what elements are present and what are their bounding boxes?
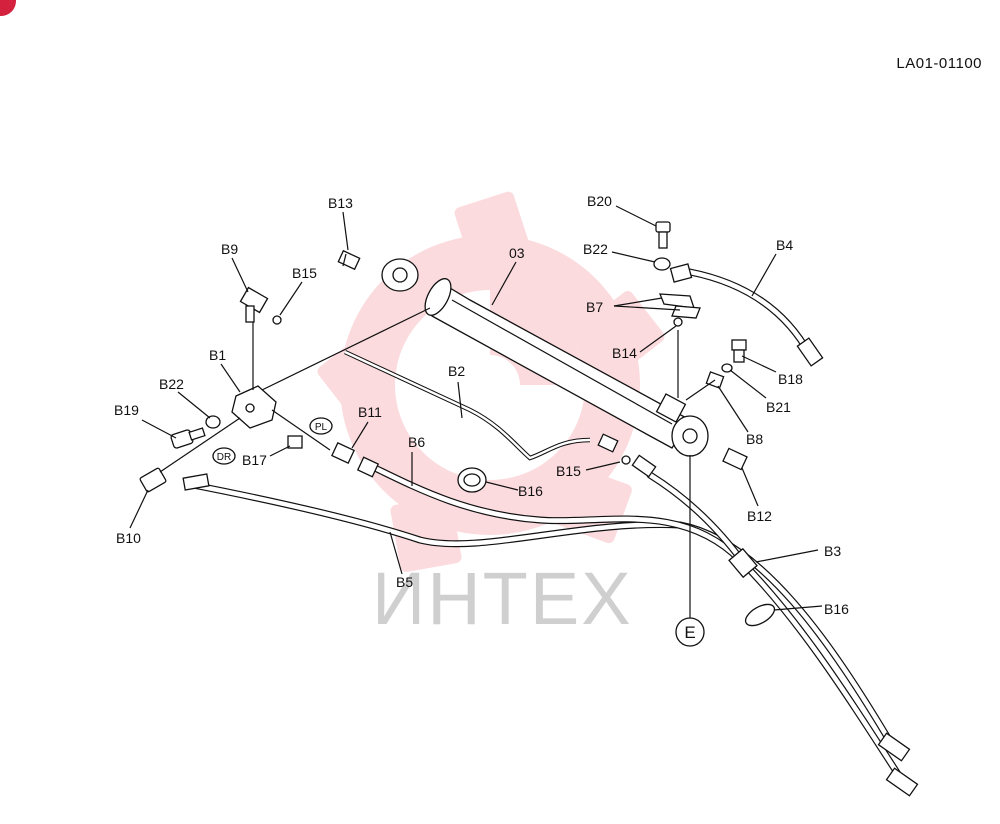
- callout-b2: B2: [448, 363, 465, 379]
- washer-b22-left: [205, 415, 221, 429]
- callout-b4: B4: [776, 237, 793, 253]
- fitting-b12: [722, 447, 748, 471]
- callout-b15-top: B15: [292, 265, 317, 281]
- hose-b4: [686, 268, 814, 359]
- callout-b17: B17: [242, 452, 267, 468]
- callout-b1: B1: [209, 347, 226, 363]
- callout-b5: B5: [396, 574, 413, 590]
- oring-b15-top: [272, 315, 282, 325]
- view-marker-e: E: [675, 617, 705, 647]
- watermark-logo: [317, 191, 665, 572]
- fitting-b10: [139, 467, 167, 493]
- fitting-b17: [287, 435, 303, 449]
- connector-lines: [159, 307, 716, 620]
- oring-b15-mid: [621, 455, 631, 465]
- hose-b6: [371, 464, 909, 789]
- fitting-b13: [337, 249, 361, 271]
- fitting-b11: [331, 441, 355, 465]
- oring-b14: [673, 317, 683, 327]
- bolt-b18: [731, 339, 747, 363]
- callouts: B13 B9 B15 03 B20 B22 B4 B7 B14 B18 B21 …: [114, 193, 849, 617]
- bracket-b7: [659, 293, 701, 319]
- callout-b22-left: B22: [159, 376, 184, 392]
- elbow-b4: [669, 263, 693, 283]
- callout-b3: B3: [824, 543, 841, 559]
- callout-03: 03: [509, 245, 525, 261]
- hose-end-fittings: [182, 337, 919, 797]
- clamp-b16-mid: [457, 467, 487, 493]
- cylinder-03: [381, 258, 709, 457]
- fitting-b3-lower: [728, 547, 758, 579]
- callout-b16-mid: B16: [518, 483, 543, 499]
- leader-lines: [129, 205, 823, 611]
- fitting-b15-pipe-end: [597, 433, 619, 453]
- callout-b15-mid: B15: [556, 463, 581, 479]
- callout-b12: B12: [747, 508, 772, 524]
- callout-b6: B6: [408, 434, 425, 450]
- callout-b16-right: B16: [824, 601, 849, 617]
- watermark-text: ИНТЕХ: [372, 557, 633, 640]
- washer-b22-top: [653, 257, 671, 271]
- fitting-b9: [239, 286, 269, 323]
- callout-b19: B19: [114, 402, 139, 418]
- callout-b8: B8: [746, 431, 763, 447]
- pipe-b2: [344, 349, 591, 461]
- bolt-b19: [170, 427, 206, 449]
- callout-b13: B13: [328, 195, 353, 211]
- callout-b14: B14: [612, 345, 637, 361]
- fitting-b3-end: [631, 454, 657, 478]
- clamp-b16-right: [744, 603, 776, 627]
- hose-b5: [184, 480, 899, 754]
- port-pl: PL: [309, 417, 333, 435]
- fitting-b11-end: [356, 456, 380, 478]
- callout-b11: B11: [358, 404, 382, 420]
- block-b1: [231, 385, 277, 429]
- callout-b9: B9: [221, 241, 238, 257]
- callout-b20: B20: [587, 193, 612, 209]
- callout-b21: B21: [766, 399, 791, 415]
- drawing-code: LA01-01100: [896, 55, 982, 72]
- washer-b21: [721, 363, 733, 373]
- callout-b7: B7: [586, 299, 603, 315]
- bolt-b20: [655, 221, 671, 249]
- port-dr: DR: [212, 447, 236, 465]
- svg-text:DR: DR: [217, 452, 231, 463]
- callout-b22-top: B22: [583, 241, 608, 257]
- svg-text:E: E: [684, 623, 695, 642]
- callout-b10: B10: [116, 530, 141, 546]
- svg-text:PL: PL: [315, 422, 328, 433]
- callout-b18: B18: [778, 371, 803, 387]
